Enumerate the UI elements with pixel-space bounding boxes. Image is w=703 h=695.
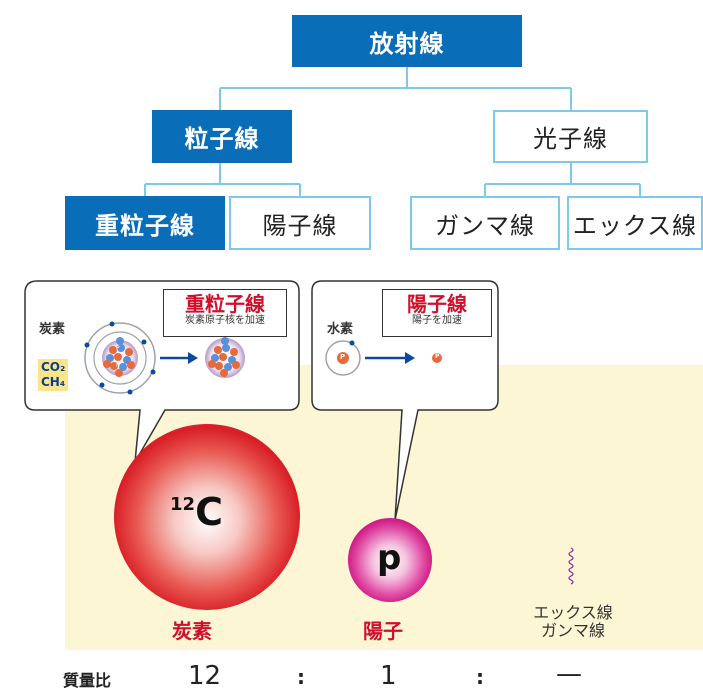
carbon-mass-ratio: 12 (188, 661, 222, 691)
heavy-ion-box: 重粒子線 (65, 196, 225, 250)
photon-beam-box: 光子線 (493, 110, 648, 163)
wave-label: エックス線 ガンマ線 (518, 604, 628, 640)
carbon-mass-number: 12 (170, 494, 196, 515)
co2-label: CO₂ (41, 360, 66, 374)
ratio-separator-2: : (476, 665, 484, 689)
proton-symbol: p (377, 538, 402, 578)
proton-circle (348, 518, 432, 602)
ratio-separator-1: : (297, 665, 305, 689)
ch4-label: CH₄ (41, 375, 66, 389)
proton-beam-box: 陽子線 (229, 196, 371, 250)
heavy-ion-tag-subtitle: 炭素原子核を加速 (185, 315, 265, 326)
proton-accelerated-icon (432, 353, 442, 363)
proton-tag: 陽子線 陽子を加速 (382, 289, 492, 337)
proton-tag-subtitle: 陽子を加速 (412, 315, 462, 326)
x-ray-box: エックス線 (567, 196, 703, 250)
wave-label-gamma: ガンマ線 (540, 621, 605, 640)
radiation-box: 放射線 (292, 15, 522, 67)
tree-connectors (144, 66, 641, 196)
wave-label-xray: エックス線 (533, 603, 613, 622)
carbon-symbol: 12C (170, 490, 223, 534)
proton-mass-ratio: 1 (380, 661, 397, 691)
hydrogen-speech-bubble (311, 280, 499, 521)
wave-icon (568, 547, 574, 585)
nucleon-label-n: n (116, 362, 120, 369)
carbon-name-label: 炭素 (172, 619, 212, 643)
hydrogen-nucleus-label: P (340, 353, 346, 361)
hydrogen-element-label: 水素 (327, 322, 354, 337)
nucleon-label-p: P (116, 345, 120, 352)
carbon-letter: C (195, 490, 223, 534)
particle-beam-box: 粒子線 (152, 110, 292, 163)
proton-name-label: 陽子 (363, 619, 403, 643)
gas-label: CO₂ CH₄ (38, 359, 69, 391)
mass-ratio-label: 質量比 (63, 671, 112, 690)
hydrogen-atom-icon (325, 340, 361, 376)
proton-tag-title: 陽子線 (407, 292, 467, 316)
gamma-ray-box: ガンマ線 (410, 196, 560, 250)
wave-mass-ratio: — (556, 659, 582, 689)
carbon-nucleus-1 (103, 337, 135, 377)
heavy-ion-tag: 重粒子線 炭素原子核を加速 (163, 289, 287, 337)
carbon-nucleus-accelerated (205, 337, 245, 378)
proton-accelerated-label: P (435, 353, 440, 360)
carbon-element-label: 炭素 (39, 322, 66, 337)
carbon-ion-circle (114, 424, 300, 610)
heavy-ion-tag-title: 重粒子線 (185, 292, 265, 316)
